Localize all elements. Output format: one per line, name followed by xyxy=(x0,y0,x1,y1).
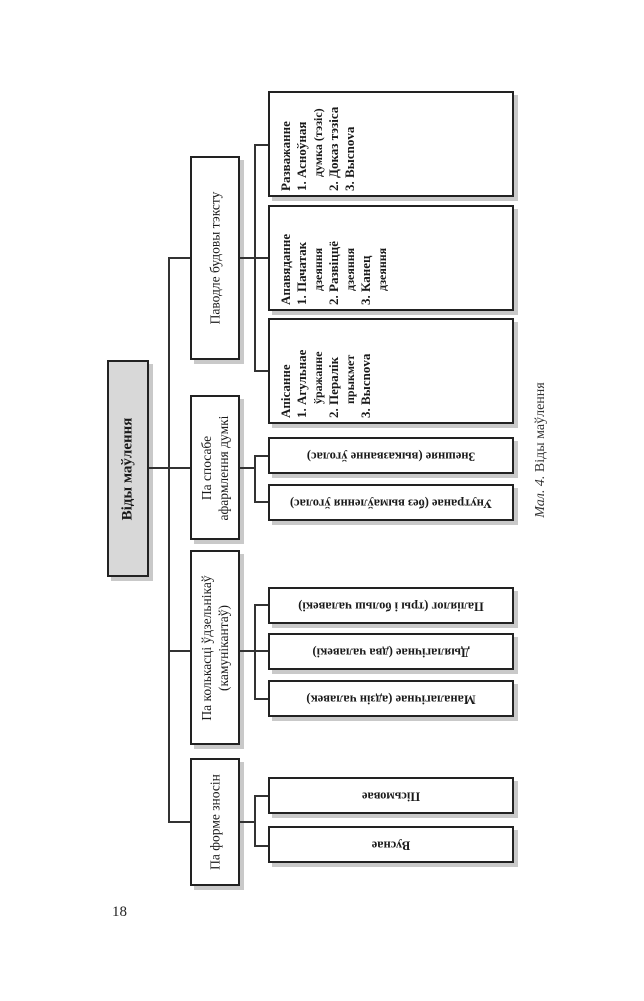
category-label: Па форме зносін xyxy=(207,774,223,870)
connector xyxy=(240,650,255,652)
category-label: Па колькасці ўдзельнікаў (камунікантаў) xyxy=(198,575,232,720)
category-thought-form: Па спосабе афармлення думкі xyxy=(190,395,240,540)
leaf-item: 2. Развіццё xyxy=(326,240,341,305)
connector xyxy=(254,604,268,606)
connector xyxy=(254,455,268,457)
leaf-item: прыкмет xyxy=(343,354,357,404)
leaf-label: Пісьмовае xyxy=(361,789,421,803)
caption-text: Віды маўлення xyxy=(533,382,548,473)
figure-caption: Мал. 4. Віды маўлення xyxy=(528,330,554,570)
leaf-label: Дыялагічнае (два чалавекі) xyxy=(312,645,470,659)
leaf-item: 3. Высnova xyxy=(358,353,373,418)
leaf-item: дзеяння xyxy=(311,247,325,291)
connector xyxy=(254,845,268,847)
category-label-line: афармлення думкі xyxy=(216,415,231,520)
connector xyxy=(240,257,255,259)
connector xyxy=(254,795,256,846)
leaf-internal: Унутранае (без вымаўлення ўголас) xyxy=(268,484,514,521)
leaf-description-text: Апісанне 1. Агульнае ўражанне 2. Пералік… xyxy=(278,350,374,418)
connector xyxy=(254,455,256,502)
connector-cat-3 xyxy=(168,650,190,652)
leaf-item: дзеяння xyxy=(343,247,357,291)
leaf-monologic: Маналагічнае (адзін чалавек) xyxy=(268,680,514,717)
leaf-item: думка (тэзіс) xyxy=(311,108,325,177)
connector xyxy=(254,604,256,699)
leaf-label: Знешняе (выказванне ўголас) xyxy=(306,449,476,463)
leaf-reasoning-text: Разважанне 1. Асноўная думка (тэзіс) 2. … xyxy=(278,107,358,191)
leaf-external: Знешняе (выказванне ўголас) xyxy=(268,437,514,474)
leaf-narration-text: Апавяданне 1. Пачатак дзеяння 2. Развіцц… xyxy=(278,234,390,305)
leaf-oral: Вуснае xyxy=(268,826,514,863)
leaf-label: Паліялог (тры і больш чалавекі) xyxy=(298,599,484,613)
leaf-reasoning: Разважанне 1. Асноўная думка (тэзіс) 2. … xyxy=(268,91,514,197)
connector xyxy=(254,144,268,146)
leaf-dialogic: Дыялагічнае (два чалавекі) xyxy=(268,633,514,670)
root-node-label: Віды маўлення xyxy=(119,417,136,520)
category-communication-form: Па форме зносін xyxy=(190,758,240,886)
leaf-item: дзеяння xyxy=(375,247,389,291)
connector-root xyxy=(149,467,169,469)
root-node-box: Віды маўлення xyxy=(107,360,149,577)
category-label: Паводле будовы тэксту xyxy=(207,191,223,325)
category-label-line: Па колькасці ўдзельнікаў xyxy=(199,574,214,721)
leaf-title: Апавяданне xyxy=(278,233,293,305)
connector xyxy=(254,698,268,700)
leaf-narration: Апавяданне 1. Пачатак дзеяння 2. Развіцц… xyxy=(268,205,514,311)
category-label-line: Па спосабе xyxy=(199,435,214,500)
leaf-item: 1. Агульнае xyxy=(294,349,309,418)
leaf-item: 3. Высnova xyxy=(342,126,357,191)
leaf-item: 3. Канец xyxy=(358,255,373,305)
connector xyxy=(254,370,268,372)
category-participants: Па колькасці ўдзельнікаў (камунікантаў) xyxy=(190,550,240,745)
leaf-item: 1. Пачатак xyxy=(294,241,309,305)
leaf-written: Пісьмовае xyxy=(268,777,514,814)
connector-cat-2 xyxy=(168,467,190,469)
connector xyxy=(240,821,255,823)
leaf-description: Апісанне 1. Агульнае ўражанне 2. Пералік… xyxy=(268,318,514,424)
caption-label: Мал. 4. xyxy=(533,472,548,518)
category-label: Па спосабе афармлення думкі xyxy=(198,415,232,520)
connector-cat-1 xyxy=(168,257,190,259)
leaf-polylogue: Паліялог (тры і больш чалавекі) xyxy=(268,587,514,624)
category-label-line: (камунікантаў) xyxy=(216,604,231,691)
leaf-item: 2. Пералік xyxy=(326,356,341,418)
leaf-label: Вуснае xyxy=(371,838,411,852)
connector xyxy=(254,501,268,503)
leaf-item: 2. Доказ тэзіса xyxy=(326,106,341,191)
leaf-title: Апісанне xyxy=(278,364,293,418)
leaf-title: Разважанне xyxy=(278,121,293,191)
leaf-label: Маналагічнае (адзін чалавек) xyxy=(306,692,476,706)
leaf-item: ўражанне xyxy=(311,351,325,404)
leaf-label: Унутранае (без вымаўлення ўголас) xyxy=(289,496,493,510)
connector xyxy=(240,467,255,469)
connector xyxy=(254,257,268,259)
connector xyxy=(254,795,268,797)
leaf-item: 1. Асноўная xyxy=(294,121,309,191)
connector-cat-4 xyxy=(168,821,190,823)
category-text-structure: Паводле будовы тэксту xyxy=(190,156,240,360)
connector-trunk xyxy=(168,257,170,822)
connector xyxy=(254,650,268,652)
page-number: 18 xyxy=(112,904,127,920)
